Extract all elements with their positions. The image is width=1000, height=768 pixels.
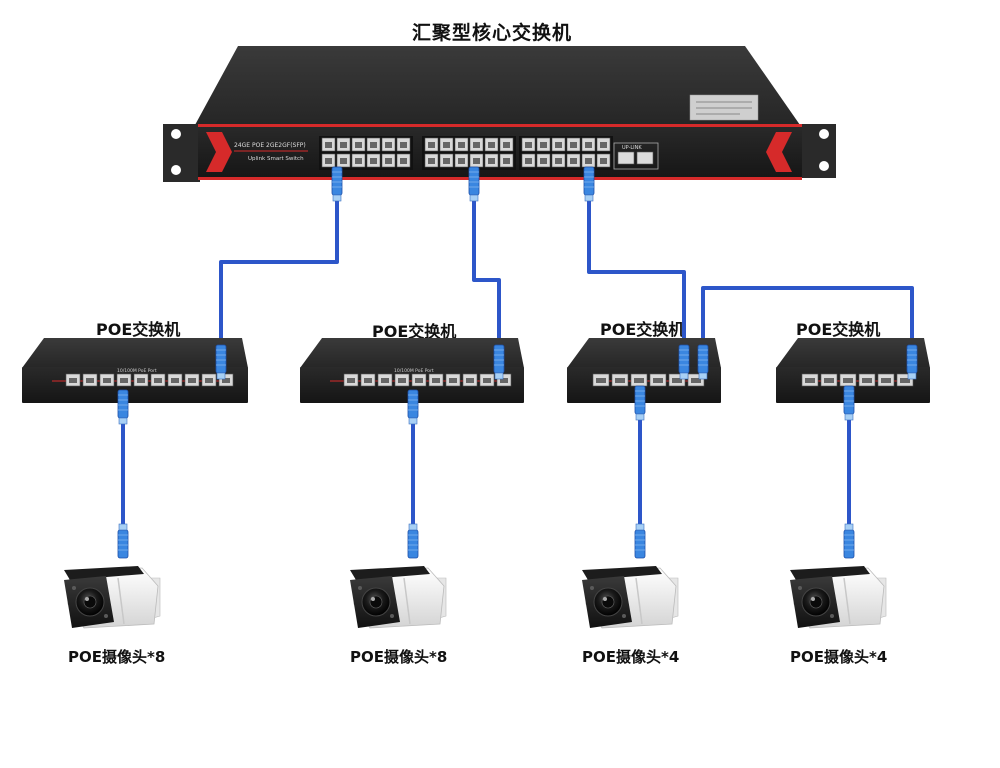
poe-switch-4 <box>776 338 930 403</box>
chevron-right-decor <box>766 132 792 172</box>
poe-switch-2: 10/100M PoE Port <box>300 338 524 403</box>
uplink-text: UP-LINK <box>622 145 642 151</box>
downlink-connector-1 <box>117 389 129 425</box>
switch-label-3: POE交换机 <box>600 320 685 339</box>
uplink-port-2 <box>636 151 654 165</box>
cables <box>121 195 914 530</box>
switch-panel-text: 10/100M PoE Port <box>394 368 434 374</box>
uplink-connector-3b <box>697 344 709 380</box>
camera-label-1: POE摄像头*8 <box>68 648 166 666</box>
camera-label-3: POE摄像头*4 <box>582 648 680 666</box>
switch-label-1: POE交换机 <box>96 320 181 339</box>
core-port-groups <box>319 136 613 170</box>
uplink-connector-3 <box>678 344 690 380</box>
uplink-port-1 <box>617 151 635 165</box>
camera-connector-4 <box>843 523 855 559</box>
core-connector-3 <box>583 166 595 202</box>
cable-core-to-switch-3 <box>587 195 686 345</box>
core-model-text: 24GE POE 2GE2GF(SFP) <box>234 142 306 149</box>
chevron-left-decor <box>206 132 232 172</box>
core-connector-1 <box>331 166 343 202</box>
uplink-connector-1 <box>215 344 227 380</box>
camera-connector-1 <box>117 523 129 559</box>
uplink-connector-4 <box>906 344 918 380</box>
poe-switch-1: 10/100M PoE Port <box>22 338 248 403</box>
bullet-camera-4 <box>790 566 887 629</box>
core-port-group-1 <box>319 136 413 170</box>
rj45-connectors <box>117 166 918 559</box>
rack-ear-left <box>163 124 200 182</box>
downlink-connector-4 <box>843 385 855 421</box>
cable-core-to-switch-2 <box>472 195 501 345</box>
camera-label-2: POE摄像头*8 <box>350 648 448 666</box>
bullet-camera-2 <box>350 566 447 629</box>
core-switch-top <box>195 46 800 125</box>
core-port-group-2 <box>422 136 516 170</box>
cable-core-to-switch-1 <box>219 195 339 345</box>
downlink-connector-2 <box>407 389 419 425</box>
bullet-camera-1 <box>64 566 161 629</box>
core-switch-title: 汇聚型核心交换机 <box>412 22 573 44</box>
cable-switch-3-to-switch-4 <box>701 286 914 345</box>
poe-cameras <box>64 566 887 629</box>
bullet-camera-3 <box>582 566 679 629</box>
camera-connector-2 <box>407 523 419 559</box>
camera-label-4: POE摄像头*4 <box>790 648 888 666</box>
access-switches: 10/100M PoE Port 10/100M PoE Port <box>22 338 930 403</box>
switch-label-2: POE交换机 <box>372 322 457 341</box>
switch-panel-text: 10/100M PoE Port <box>117 368 157 374</box>
rack-ear-right <box>800 124 836 178</box>
camera-connector-3 <box>634 523 646 559</box>
core-switch: 24GE POE 2GE2GF(SFP) Uplink Smart Switch… <box>163 46 836 182</box>
uplink-connector-2 <box>493 344 505 380</box>
core-subtitle-text: Uplink Smart Switch <box>248 156 304 162</box>
switch-label-4: POE交换机 <box>796 320 881 339</box>
core-port-group-3 <box>519 136 613 170</box>
downlink-connector-3 <box>634 385 646 421</box>
core-connector-2 <box>468 166 480 202</box>
